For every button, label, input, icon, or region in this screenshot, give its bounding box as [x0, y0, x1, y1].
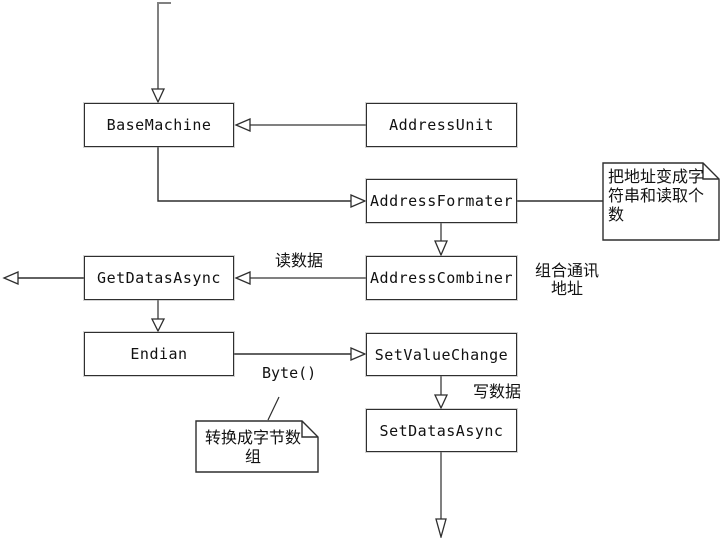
edge-label-write-data: 写数据: [473, 382, 522, 401]
arrowhead-down-basemachine: [150, 88, 166, 104]
note-format-text: 把地址变成字符串和读取个数: [608, 167, 705, 224]
note-byte-text: 转换成字节数组: [204, 428, 301, 466]
arrowhead-right-addressformater: [350, 194, 367, 208]
edge-label-combine-address: 组合通讯地址: [534, 261, 599, 298]
arrowhead-left-basemachine: [234, 118, 251, 132]
edge-label-read-data: 读数据: [275, 251, 324, 270]
class-box-getdatasasync[interactable]: GetDatasAsync: [84, 256, 234, 300]
edge-basemachine-to-addressformater: [157, 147, 351, 202]
arrowhead-down-addresscombiner: [434, 240, 448, 257]
arrowhead-left-getdatasasync: [234, 271, 251, 285]
class-box-addressunit[interactable]: AddressUnit: [366, 103, 517, 147]
arrowhead-down-bottom: [435, 518, 447, 538]
arrowhead-left-edge: [2, 271, 19, 285]
edge-label-byte-call: Byte(): [262, 364, 317, 382]
arrowhead-down-setdatasasync: [433, 394, 449, 410]
class-box-setvaluechange[interactable]: SetValueChange: [366, 333, 517, 376]
class-box-addresscombiner[interactable]: AddressCombiner: [366, 256, 517, 300]
class-box-basemachine[interactable]: BaseMachine: [84, 103, 234, 147]
class-box-endian[interactable]: Endian: [84, 332, 234, 376]
edge-top-to-basemachine: [157, 2, 171, 89]
class-box-addressformater[interactable]: AddressFormater: [366, 179, 517, 223]
class-box-setdatasasync[interactable]: SetDatasAsync: [366, 409, 517, 452]
note-shape-byte[interactable]: [195, 420, 319, 473]
note-connector-byte: [267, 396, 280, 421]
arrowhead-right-setvaluechange: [350, 347, 367, 361]
note-shape-format[interactable]: [602, 162, 720, 241]
arrowhead-down-endian: [150, 318, 166, 333]
